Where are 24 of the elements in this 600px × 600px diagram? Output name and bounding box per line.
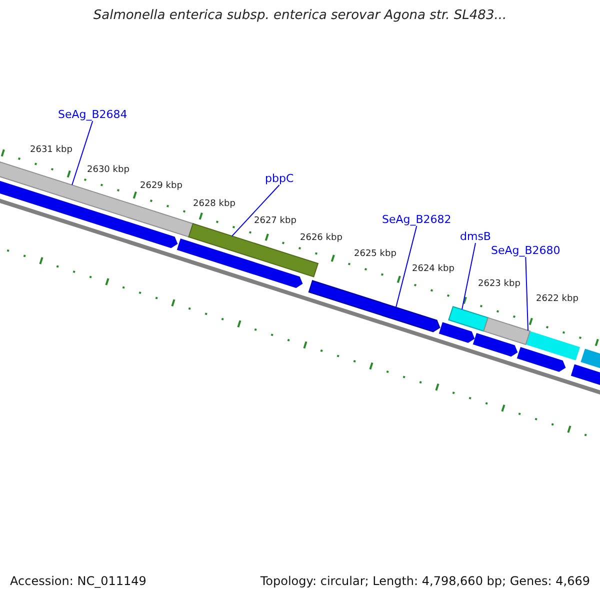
- leader-line: [72, 120, 94, 186]
- scale-label: 2629 kbp: [140, 181, 182, 191]
- gene-label: SeAg_B2682: [382, 213, 452, 226]
- scale-label: 2630 kbp: [87, 165, 130, 175]
- scale-label: 2623 kbp: [478, 279, 520, 289]
- gene-label: SeAg_B2684: [58, 108, 128, 121]
- gene-block: [308, 280, 440, 332]
- leader-line: [462, 242, 476, 310]
- footer-text: Accession: NC_011149: [10, 574, 146, 588]
- gene-label: dmsB: [460, 230, 491, 243]
- scale-label: 2626 kbp: [300, 233, 342, 243]
- gene-feature-bar: [448, 306, 489, 332]
- leader-line: [525, 256, 528, 331]
- scale-label: 2627 kbp: [254, 216, 296, 226]
- leader-line: [396, 226, 418, 308]
- gene-feature-bar: [0, 161, 194, 238]
- leader-line: [232, 184, 280, 237]
- scale-label: 2628 kbp: [193, 199, 236, 209]
- gene-feature-bar: [483, 317, 531, 346]
- scale-label: 2625 kbp: [354, 249, 396, 259]
- title: Salmonella enterica subsp. enterica serovar Agona str. SL483...: [92, 8, 508, 23]
- gene-label: pbpC: [265, 172, 294, 185]
- footer-text: Topology: circular; Length: 4,798,660 bp; Genes: 4,669: [260, 574, 590, 588]
- gene-label: SeAg_B2680: [491, 244, 560, 257]
